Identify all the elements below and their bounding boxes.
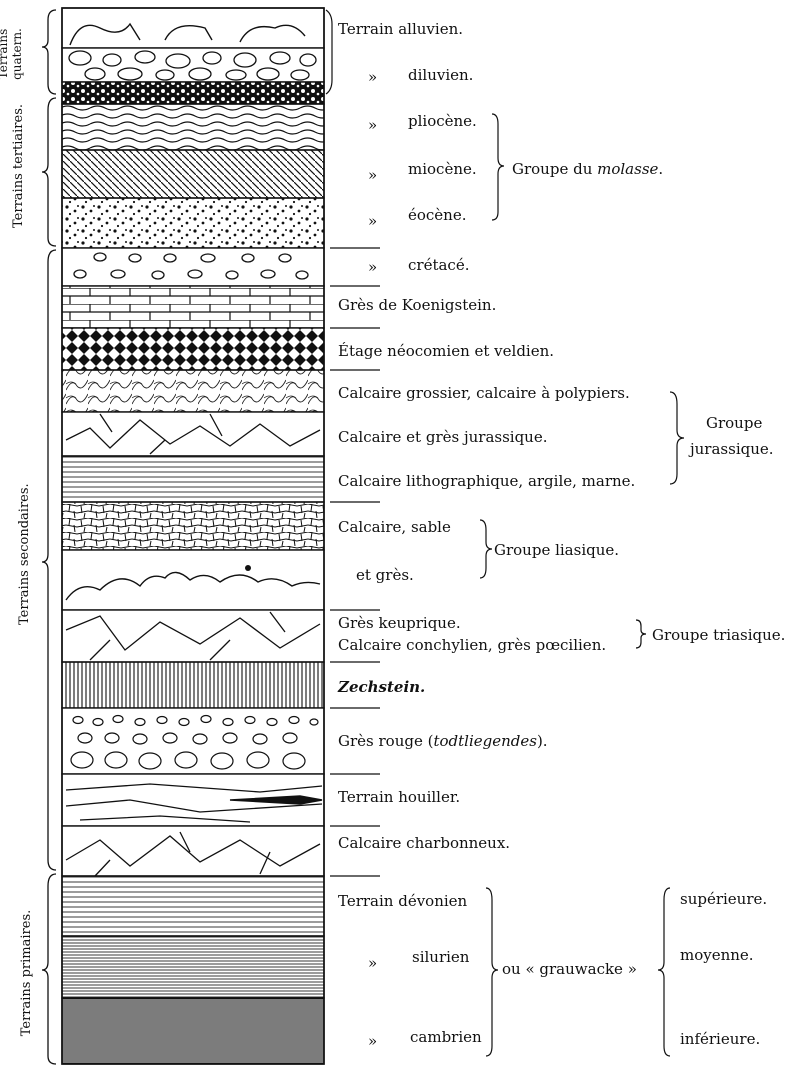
- label-diluvien-mark: »: [368, 68, 377, 86]
- group-molasse-c: .: [658, 160, 663, 178]
- layer-calcaire-sable: [62, 502, 324, 550]
- brace-jurassique: [670, 392, 684, 484]
- layer-et-gres: [62, 550, 324, 610]
- side-label-quaternary: Terrains quatern.: [0, 24, 24, 84]
- layer-calcaire-gres-jurassique: [62, 412, 324, 456]
- label-calcaire-conchylien: Calcaire conchylien, grès pœcilien.: [338, 636, 606, 654]
- label-houiller: Terrain houiller.: [338, 788, 460, 806]
- layer-neocomien: [62, 328, 324, 370]
- label-cretace-mark: »: [368, 258, 377, 276]
- label-cambrien-mark: »: [368, 1032, 377, 1050]
- group-grauwacke: ou « grauwacke »: [502, 960, 637, 978]
- label-gres-rouge-a: Grès rouge (: [338, 732, 433, 750]
- layer-zechstein: [62, 662, 324, 708]
- layer-silurien: [62, 936, 324, 998]
- group-jurassique-2: jurassique.: [690, 440, 774, 458]
- brace-secondary: [42, 250, 56, 870]
- strata-column: [62, 8, 324, 1064]
- brace-tertiary: [42, 98, 56, 246]
- layer-miocene: [62, 150, 324, 198]
- label-gres-rouge-b: todtliegendes: [433, 732, 536, 750]
- brace-primary-right: [658, 888, 670, 1056]
- group-moyenne: moyenne.: [680, 946, 754, 964]
- tick-quaternary: [326, 10, 332, 94]
- label-koenigstein: Grès de Koenigstein.: [338, 296, 496, 314]
- side-label-tertiary: Terrains tertiaires.: [12, 118, 26, 228]
- layer-calcaire-lithographique: [62, 456, 324, 502]
- layer-dark-band: [62, 82, 324, 104]
- et-gres-dot: [245, 565, 251, 571]
- label-diluvien: diluvien.: [408, 66, 473, 84]
- group-superieure: supérieure.: [680, 890, 767, 908]
- brace-triasique: [636, 620, 646, 648]
- label-calcaire-lithographique: Calcaire lithographique, argile, marne.: [338, 472, 635, 490]
- layer-devonien: [62, 876, 324, 936]
- left-braces: [42, 10, 56, 1064]
- label-charbonneux: Calcaire charbonneux.: [338, 834, 510, 852]
- label-silurien-mark: »: [368, 954, 377, 972]
- group-braces: [480, 114, 684, 1056]
- label-et-gres: et grès.: [356, 566, 414, 584]
- group-inferieure: inférieure.: [680, 1030, 760, 1048]
- label-alluvien: Terrain alluvien.: [338, 20, 463, 38]
- label-cretace: crétacé.: [408, 256, 469, 274]
- label-eocene: éocène.: [408, 206, 467, 224]
- label-gres-keuprique: Grès keuprique.: [338, 614, 461, 632]
- side-label-quaternary-1: Terrains: [0, 24, 10, 84]
- label-cambrien: cambrien: [410, 1028, 482, 1046]
- brace-quaternary: [42, 10, 56, 94]
- group-molasse-a: Groupe du: [512, 160, 597, 178]
- label-eocene-mark: »: [368, 212, 377, 230]
- side-label-primary: Terrains primaires.: [20, 908, 34, 1038]
- side-label-secondary: Terrains secondaires.: [18, 495, 32, 625]
- label-miocene-mark: »: [368, 166, 377, 184]
- label-pliocene: pliocène.: [408, 112, 477, 130]
- label-calcaire-grossier: Calcaire grossier, calcaire à polypiers.: [338, 384, 630, 402]
- label-calcaire-gres-jurassique: Calcaire et grès jurassique.: [338, 428, 548, 446]
- label-gres-rouge: Grès rouge (todtliegendes).: [338, 732, 548, 750]
- label-zechstein: Zechstein.: [338, 678, 425, 696]
- group-jurassique-1: Groupe: [706, 414, 762, 432]
- label-neocomien: Étage néocomien et veldien.: [338, 342, 554, 360]
- side-label-quaternary-2: quatern.: [10, 24, 24, 84]
- label-calcaire-sable: Calcaire, sable: [338, 518, 451, 536]
- layer-pliocene: [62, 104, 324, 150]
- layer-cambrien: [62, 998, 324, 1064]
- brace-molasse: [492, 114, 504, 220]
- group-liasique: Groupe liasique.: [494, 541, 619, 559]
- group-molasse-b: molasse: [597, 160, 658, 178]
- label-silurien: silurien: [412, 948, 469, 966]
- label-devonien: Terrain dévonien: [338, 892, 467, 910]
- group-triasique: Groupe triasique.: [652, 626, 785, 644]
- brace-liasique: [480, 520, 492, 578]
- label-pliocene-mark: »: [368, 116, 377, 134]
- brace-primary: [42, 874, 56, 1064]
- brace-primary-left: [486, 888, 498, 1056]
- layer-koenigstein: [62, 286, 324, 328]
- group-molasse: Groupe du molasse.: [512, 160, 663, 178]
- label-miocene: miocène.: [408, 160, 477, 178]
- layer-calcaire-grossier: [62, 370, 324, 412]
- label-gres-rouge-c: ).: [537, 732, 548, 750]
- layer-eocene: [62, 198, 324, 248]
